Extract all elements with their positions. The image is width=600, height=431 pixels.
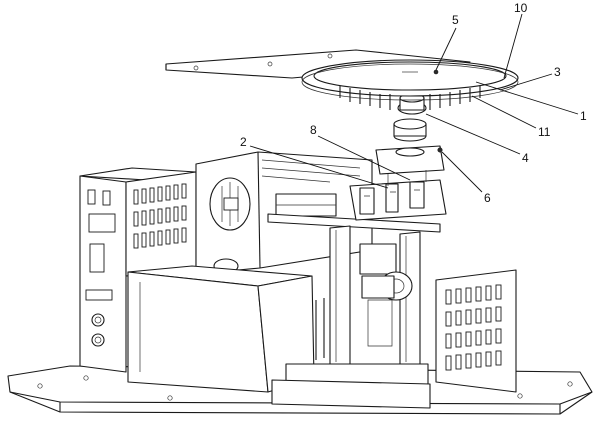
disc-pins <box>339 86 481 110</box>
callout-3: 3 <box>554 65 561 79</box>
leader-lines <box>249 13 579 193</box>
leader-2 <box>249 145 389 189</box>
transformer-box <box>127 265 315 393</box>
callout-8: 8 <box>310 123 317 137</box>
callout-labels: 5 10 3 1 11 4 8 2 6 <box>240 1 587 205</box>
callout-6: 6 <box>484 191 491 205</box>
control-panel-housing <box>79 167 197 373</box>
rotary-disc <box>301 59 519 110</box>
callout-2: 2 <box>240 135 247 149</box>
rear-frame <box>195 151 373 275</box>
control-panel-louvres <box>133 183 187 249</box>
leader-6 <box>441 151 483 193</box>
leader-11 <box>471 95 537 129</box>
shaft-coupling <box>393 93 427 142</box>
central-support-frame <box>267 213 441 409</box>
leader-1 <box>475 81 579 115</box>
callout-10: 10 <box>514 1 528 15</box>
side-grille-panel <box>435 269 517 393</box>
callout-11: 11 <box>538 125 551 139</box>
leader-4 <box>425 113 521 155</box>
bracket-assembly <box>349 145 447 221</box>
grille-slots <box>445 284 502 371</box>
leader-10 <box>503 13 523 79</box>
leader-3 <box>499 73 553 91</box>
leader-5 <box>435 27 457 71</box>
callout-4: 4 <box>522 151 529 165</box>
leader-8 <box>317 135 411 181</box>
callout-1: 1 <box>580 109 587 123</box>
callout-5: 5 <box>452 13 459 27</box>
